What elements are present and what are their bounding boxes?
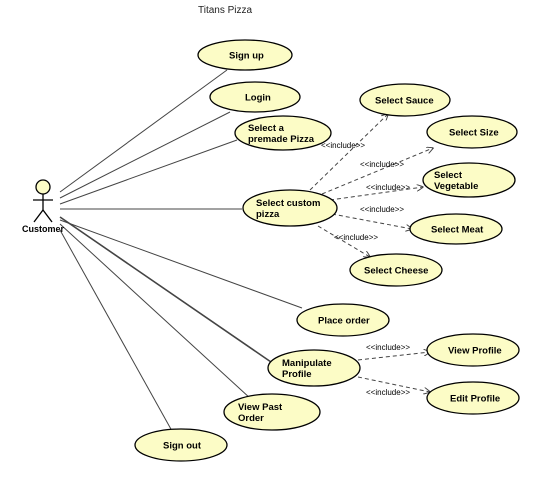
use-case-label-edit-profile: Edit Profile — [450, 394, 500, 405]
diagram-title: Titans Pizza — [198, 5, 253, 16]
association-place-order — [59, 219, 303, 309]
association-sign-up — [59, 69, 228, 193]
association-select-premade-pizza — [59, 139, 238, 205]
include-label-select-vegetable: <<include>> — [366, 183, 410, 192]
association-lines — [59, 69, 303, 432]
use-case-label-select-custom-pizza: Select custom — [256, 198, 320, 209]
actor-label: Customer — [22, 224, 65, 234]
use-case-label-select-meat: Select Meat — [431, 225, 484, 236]
include-arrow-select-cheese — [317, 225, 370, 257]
use-case-label-sign-up: Sign up — [229, 51, 264, 62]
use-case-label-select-vegetable: Select — [434, 170, 463, 181]
actor-head — [35, 179, 51, 195]
use-case-label-select-custom-pizza: pizza — [256, 209, 280, 220]
include-arrow-select-size — [321, 148, 433, 195]
include-label-view-profile: <<include>> — [366, 343, 410, 352]
use-case-place-order: Place order — [296, 303, 390, 337]
use-case-label-select-sauce: Select Sauce — [375, 96, 434, 107]
include-arrow-select-meat — [331, 213, 412, 229]
include-dependencies — [309, 114, 433, 392]
use-case-label-select-vegetable: Vegetable — [434, 181, 478, 192]
include-arrow-view-profile — [357, 352, 430, 361]
use-case-sign-out: Sign out — [134, 428, 228, 462]
actor-left-leg — [33, 209, 44, 223]
include-label-select-meat: <<include>> — [360, 205, 404, 214]
use-case-select-sauce: Select Sauce — [359, 83, 451, 117]
use-case-ellipse-select-premade-pizza — [234, 115, 332, 151]
use-case-label-select-size: Select Size — [449, 128, 499, 139]
use-case-label-select-cheese: Select Cheese — [364, 266, 428, 277]
use-case-view-profile: View Profile — [426, 333, 520, 367]
use-case-ellipse-select-custom-pizza — [242, 189, 338, 227]
use-case-label-sign-out: Sign out — [163, 441, 202, 452]
use-case-label-select-premade-pizza: Select a — [248, 123, 285, 134]
use-case-label-login: Login — [245, 93, 271, 104]
include-label-select-sauce: <<include>> — [321, 141, 365, 150]
use-case-ellipse-select-sauce — [359, 83, 451, 117]
include-labels: <<include>> <<include>> <<include>> <<in… — [321, 141, 410, 397]
use-case-label-select-premade-pizza: premade Pizza — [248, 134, 315, 145]
use-case-ellipse-manipulate-profile — [267, 349, 361, 387]
use-case-select-meat: Select Meat — [409, 213, 503, 245]
use-case-login: Login — [209, 81, 301, 113]
use-case-sign-up: Sign up — [197, 39, 293, 71]
use-case-ellipse-select-size — [426, 115, 518, 149]
use-case-ellipse-edit-profile — [426, 381, 520, 415]
use-case-select-size: Select Size — [426, 115, 518, 149]
include-label-select-size: <<include>> — [360, 160, 404, 169]
use-case-ellipse-select-cheese — [349, 253, 443, 287]
association-sign-out — [59, 229, 173, 432]
use-case-ellipse-login — [209, 81, 301, 113]
use-case-select-cheese: Select Cheese — [349, 253, 443, 287]
use-case-ellipse-place-order — [296, 303, 390, 337]
include-arrow-select-vegetable — [329, 187, 423, 201]
use-case-ellipse-select-meat — [409, 213, 503, 245]
use-case-label-view-past-order: Order — [238, 413, 264, 424]
use-case-ellipse-view-profile — [426, 333, 520, 367]
association-view-past-order — [59, 223, 252, 400]
use-case-ellipse-select-vegetable — [422, 162, 516, 198]
association-manipulate-profile — [59, 216, 272, 363]
use-case-ellipse-sign-up — [197, 39, 293, 71]
include-label-edit-profile: <<include>> — [366, 388, 410, 397]
use-case-label-view-profile: View Profile — [448, 346, 502, 357]
use-case-ellipse-sign-out — [134, 428, 228, 462]
actor-customer — [33, 179, 53, 223]
actor-right-leg — [42, 209, 53, 223]
use-case-label-view-past-order: View Past — [238, 402, 283, 413]
use-case-label-place-order: Place order — [318, 316, 370, 327]
use-case-label-manipulate-profile: Manipulate — [282, 358, 332, 369]
use-case-label-manipulate-profile: Profile — [282, 369, 312, 380]
association-login — [59, 111, 231, 199]
use-case-ellipse-view-past-order — [223, 393, 321, 431]
include-label-select-cheese: <<include>> — [334, 233, 378, 242]
use-case-edit-profile: Edit Profile — [426, 381, 520, 415]
include-arrow-edit-profile — [357, 376, 430, 392]
